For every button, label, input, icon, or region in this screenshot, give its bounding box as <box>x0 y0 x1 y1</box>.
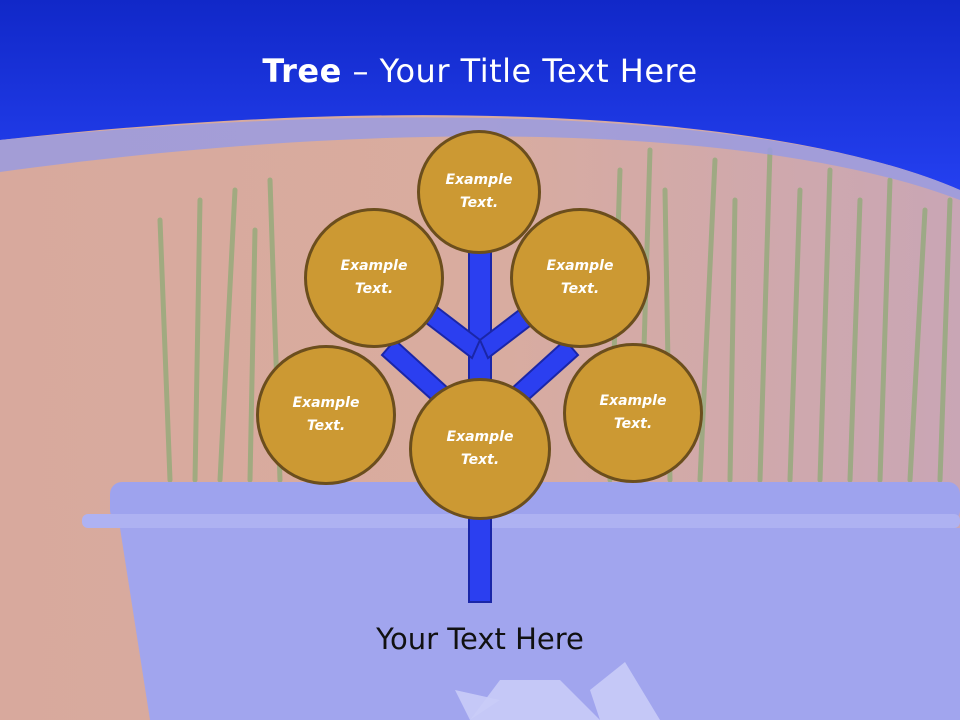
node-upper-left-text: Example Text. <box>340 258 408 297</box>
caption-text: Your Text Here <box>376 622 584 656</box>
node-lower-left: Example Text. <box>256 345 396 485</box>
node-lower-right-text: Example Text. <box>599 393 667 432</box>
node-upper-right-text: Example Text. <box>546 258 614 297</box>
header-accent-curve <box>0 117 960 200</box>
node-center-text: Example Text. <box>446 429 514 468</box>
node-center: Example Text. <box>409 378 551 520</box>
node-lower-right: Example Text. <box>563 343 703 483</box>
node-top-text: Example Text. <box>445 172 513 211</box>
header-band <box>0 0 960 190</box>
bin-decoration <box>82 482 960 720</box>
node-lower-left-text: Example Text. <box>292 395 360 434</box>
title-separator: – <box>341 52 380 90</box>
slide-title: Tree – Your Title Text Here <box>0 52 960 90</box>
title-rest: Your Title Text Here <box>379 52 698 90</box>
title-bold: Tree <box>262 52 342 90</box>
node-top: Example Text. <box>417 130 541 254</box>
node-upper-left: Example Text. <box>304 208 444 348</box>
node-upper-right: Example Text. <box>510 208 650 348</box>
